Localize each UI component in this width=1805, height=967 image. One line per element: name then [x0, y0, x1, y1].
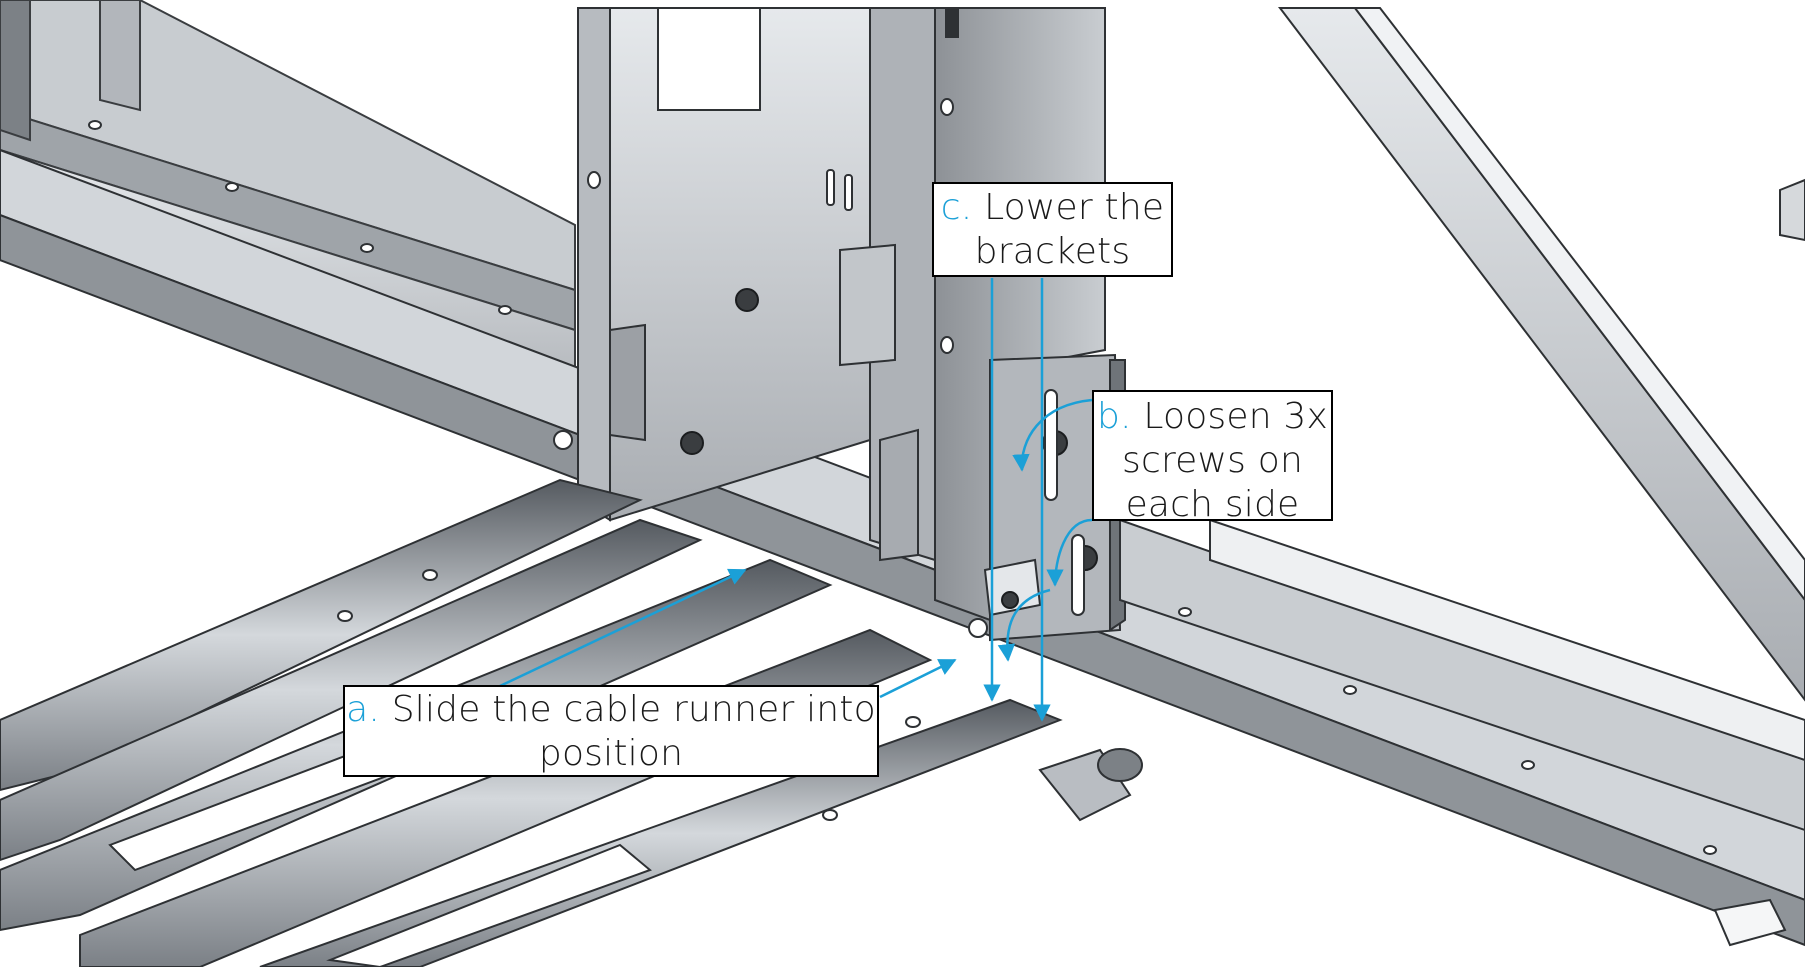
right-diagonal-beam — [1277, 7, 1805, 702]
right-lower-rail — [1119, 518, 1805, 832]
instruction-arrows — [499, 278, 1093, 722]
callout-step-a: a. Slide the cable runner into position — [343, 685, 879, 777]
mounting-holes — [88, 98, 1717, 855]
step-b-line-1: Loosen 3x — [1143, 396, 1328, 437]
callout-step-b: b. Loosen 3x screws on each side — [1092, 390, 1333, 525]
step-c-line-2: brackets — [974, 231, 1131, 272]
step-a-line-1: Slide the cable runner into — [391, 689, 876, 730]
step-c-marker: c. — [940, 187, 973, 228]
step-a-marker: a. — [346, 689, 381, 730]
corner-bracket — [1713, 898, 1787, 947]
brackets — [609, 243, 1042, 617]
step-b-marker: b. — [1096, 396, 1132, 437]
step-c-line-1: Lower the — [984, 187, 1165, 228]
step-a-line-2: position — [538, 733, 684, 774]
upright-slots — [826, 169, 1085, 616]
step-b-line-2: screws on — [1122, 440, 1303, 481]
caster-foot — [1038, 748, 1143, 822]
callout-step-c: c. Lower the brackets — [932, 182, 1173, 277]
step-b-line-3: each side — [1125, 484, 1300, 525]
